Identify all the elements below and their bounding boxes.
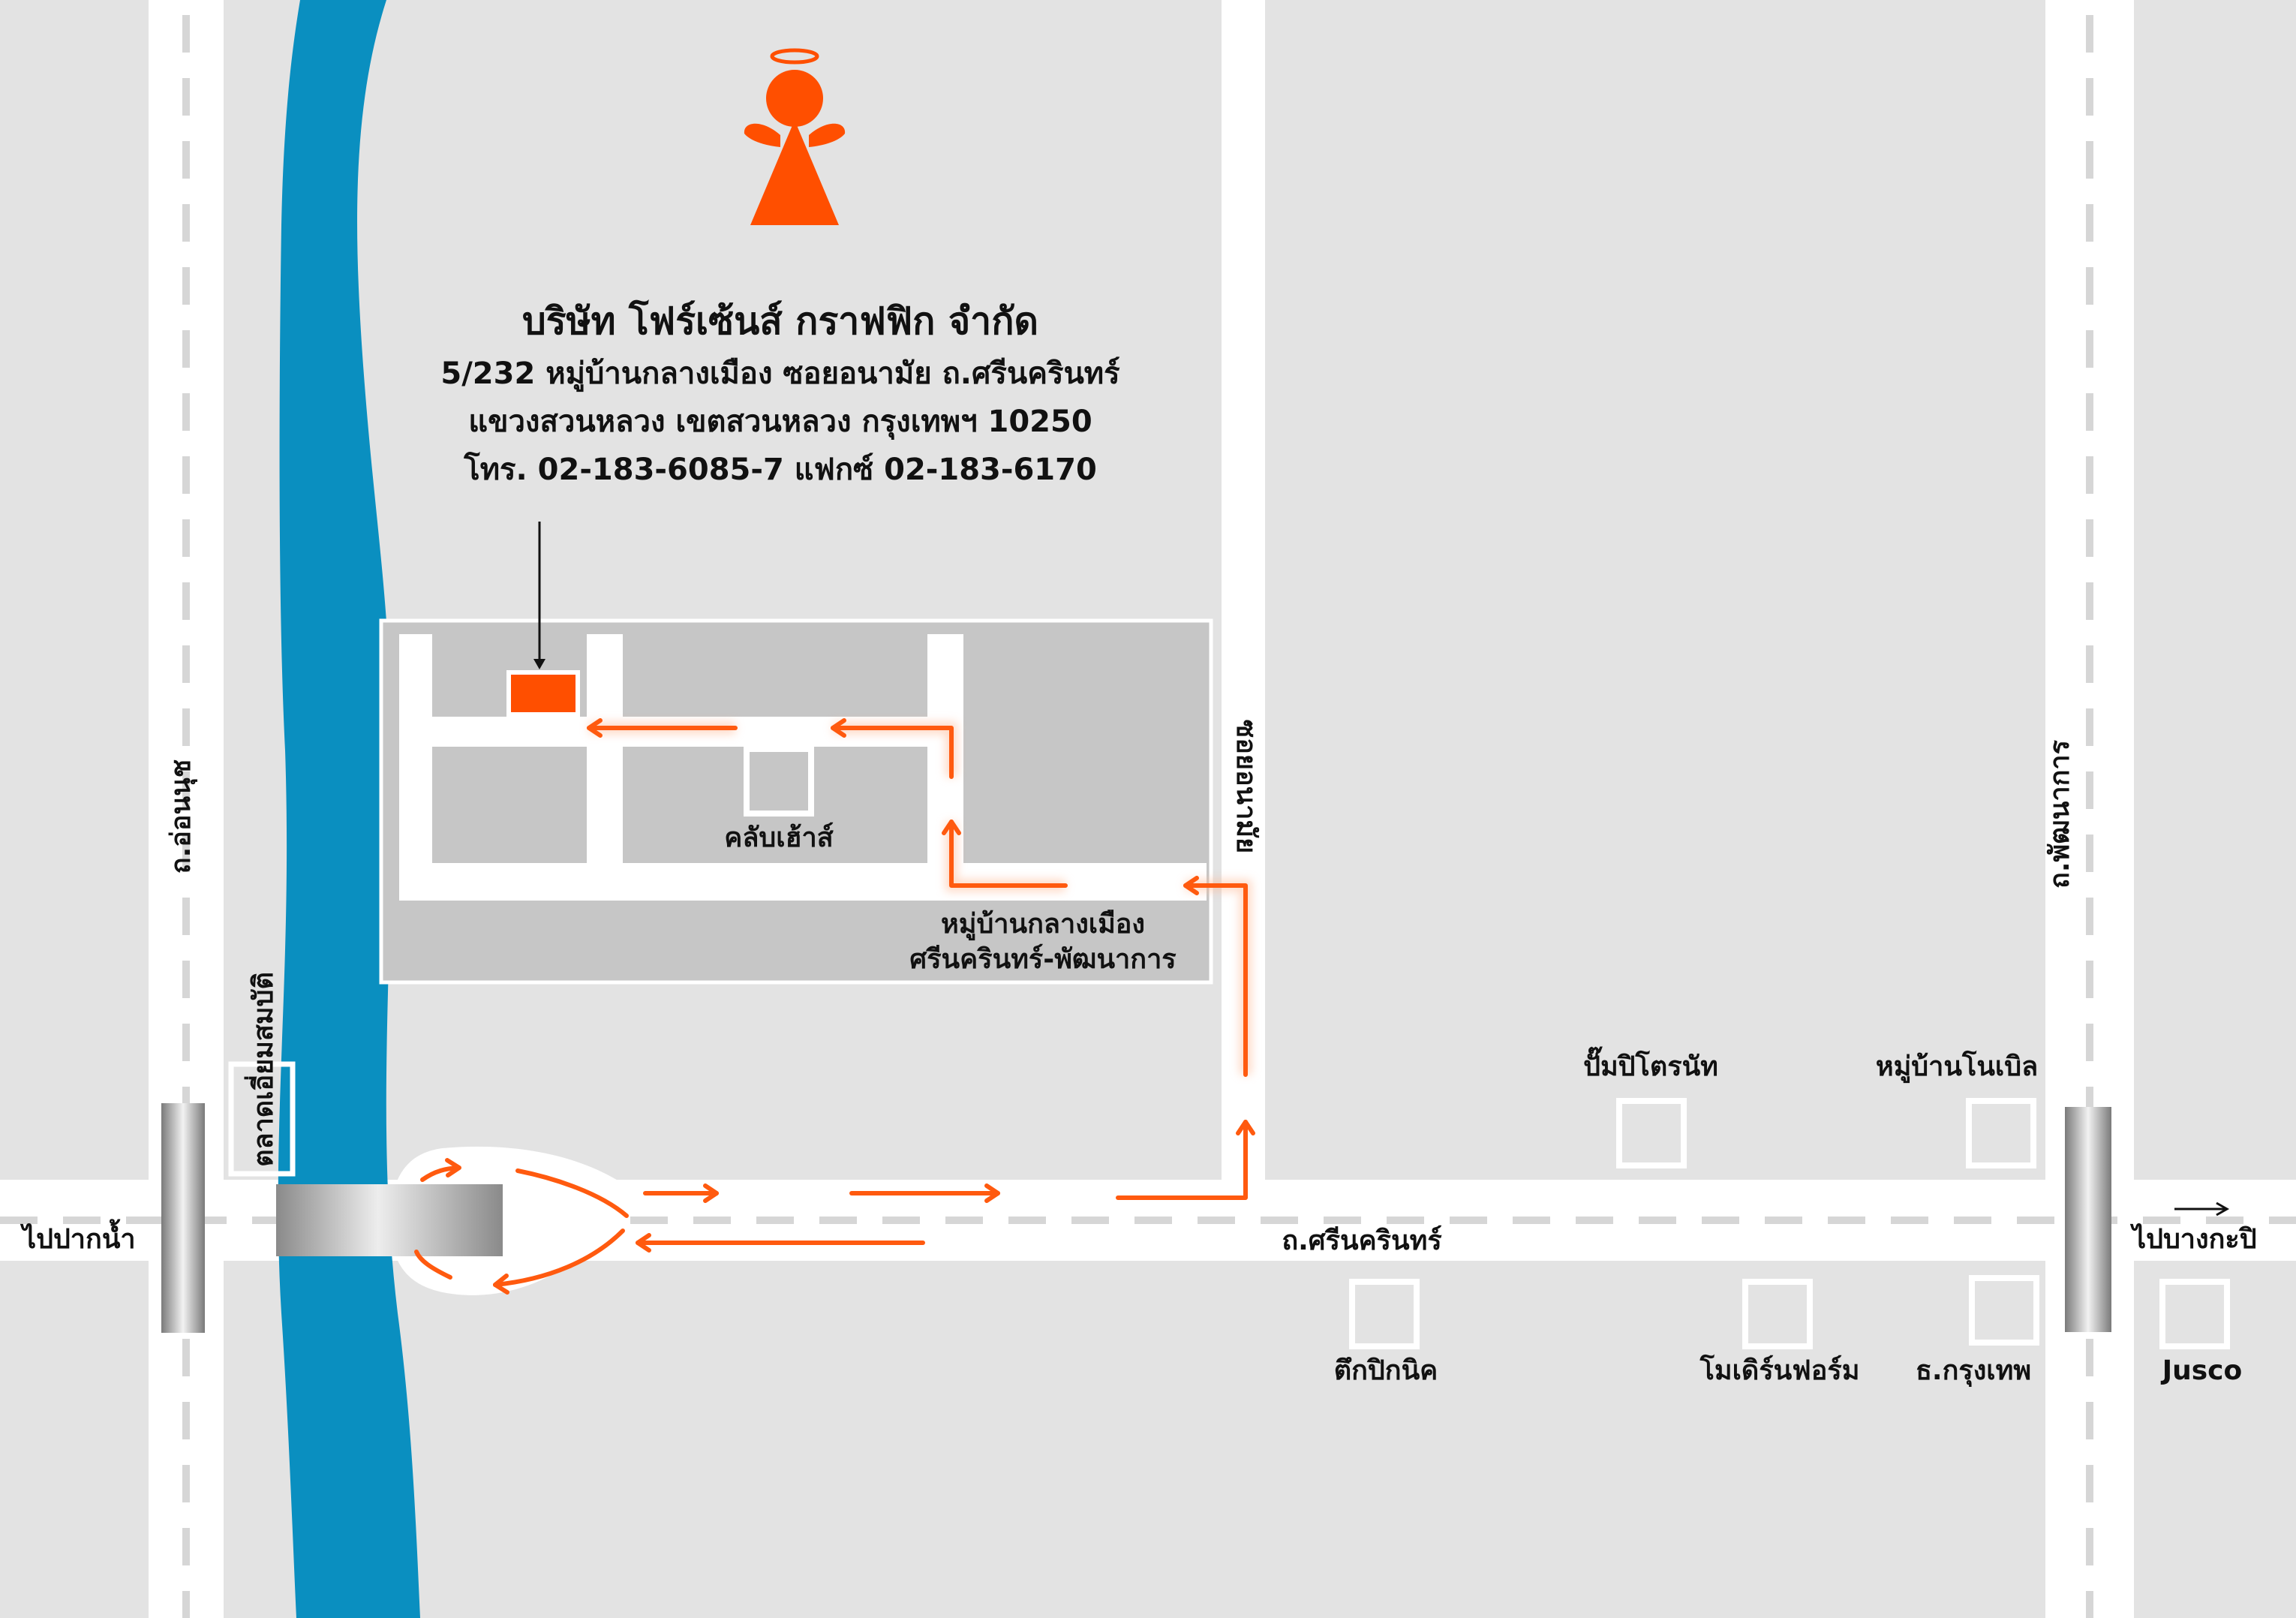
- road-label-onnut: ถ.อ่อนนุช: [166, 759, 197, 874]
- route-arrows: [414, 718, 1255, 1295]
- petrol-station-building[interactable]: [1616, 1098, 1687, 1168]
- club-house-label: คลับเฮ้าส์: [724, 823, 834, 853]
- market-building[interactable]: [228, 1061, 296, 1177]
- noble-village-label: หมู่บ้านโนเบิล: [1875, 1051, 2039, 1082]
- company-contact: โทร. 02-183-6085-7 แฟกซ์ 02-183-6170: [464, 453, 1097, 487]
- bridge: [276, 1184, 503, 1256]
- east-arrow: [2174, 1201, 2230, 1217]
- village-road: [399, 634, 432, 882]
- angel-icon: [744, 48, 846, 225]
- club-house-building[interactable]: [744, 746, 814, 817]
- jusco-building[interactable]: [2159, 1279, 2230, 1349]
- overpass-phatthanakan: [2065, 1107, 2111, 1332]
- company-address-line2: แขวงสวนหลวง เขตสวนหลวง กรุงเทพฯ 10250: [468, 404, 1092, 439]
- road-label-anamai: ซอยอนามัย: [1231, 719, 1261, 854]
- main-road-label: ถ.ศรีนครินทร์: [1282, 1226, 1442, 1256]
- market-label: ตลาดเอี่ยมสมบัติ: [248, 972, 279, 1167]
- village-label-line2: ศรีนครินทร์-พัฒนาการ: [909, 944, 1177, 975]
- modernform-building[interactable]: [1742, 1279, 1813, 1349]
- jusco-label: Jusco: [2162, 1355, 2243, 1386]
- road-label-phatthanakan: ถ.พัฒนาการ: [2045, 740, 2075, 889]
- village-road: [587, 634, 623, 882]
- office-pointer-head: [533, 659, 545, 669]
- bangkok-bank-label: ธ.กรุงเทพ: [1915, 1355, 2032, 1386]
- noble-village-building[interactable]: [1966, 1098, 2036, 1168]
- u-turn-loop: [390, 1146, 645, 1295]
- picnic-label: ตึกปิกนิค: [1333, 1355, 1438, 1386]
- picnic-building[interactable]: [1349, 1279, 1420, 1349]
- overpass-onnut: [161, 1103, 205, 1333]
- east-direction-label: ไปบางกะปิ: [2132, 1224, 2257, 1255]
- bangkok-bank-building[interactable]: [1969, 1275, 2039, 1346]
- petrol-station-label: ปั๊มปิโตรนัท: [1583, 1051, 1718, 1082]
- west-direction-label: ไปปากน้ำ: [23, 1224, 136, 1255]
- village-road: [399, 863, 1207, 901]
- office-building[interactable]: [506, 670, 580, 717]
- company-name: บริษัท โฟร์เซ้นส์ กราฟฟิก จำกัด: [522, 299, 1038, 343]
- modernform-label: โมเดิร์นฟอร์ม: [1699, 1355, 1860, 1386]
- company-address-line1: 5/232 หมู่บ้านกลางเมือง ซอยอนามัย ถ.ศรีน…: [440, 356, 1120, 391]
- village-label-line1: หมู่บ้านกลางเมือง: [940, 909, 1146, 940]
